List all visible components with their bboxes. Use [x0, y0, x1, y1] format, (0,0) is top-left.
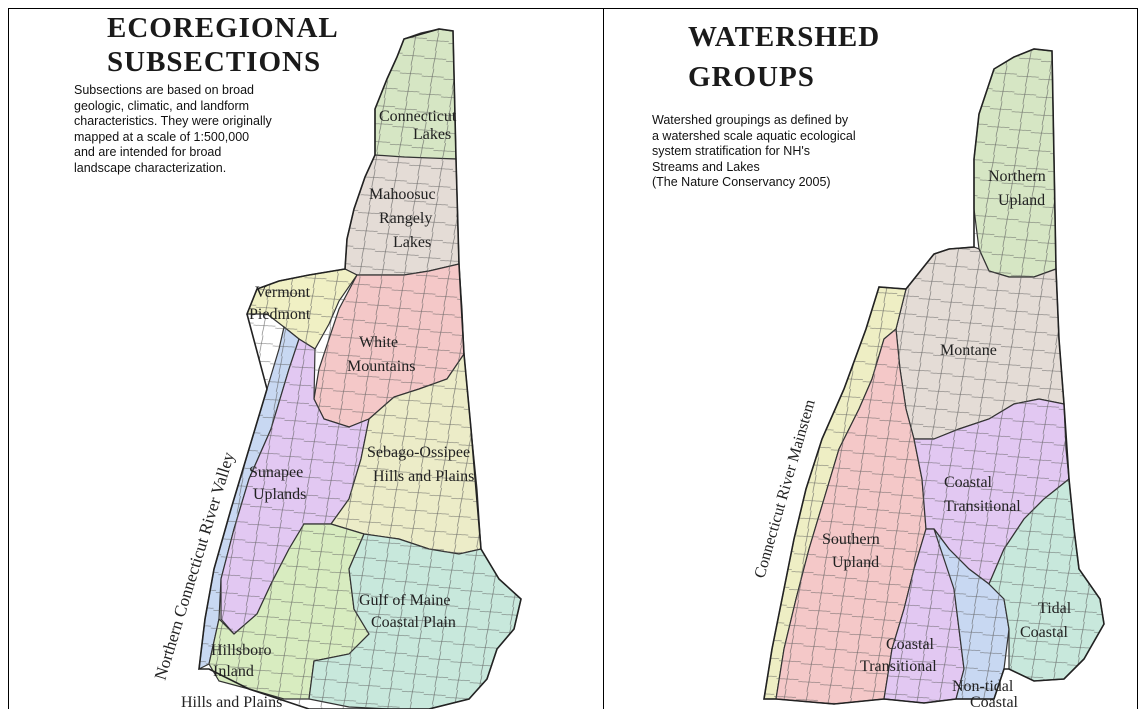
right-panel-title: WATERSHED GROUPS: [688, 21, 881, 93]
ecoregional-map: Connecticut Lakes Mahoosuc Rangely Lakes…: [151, 28, 522, 709]
label-montane: Montane: [940, 342, 997, 359]
right-panel-description: Watershed groupings as defined by a wate…: [652, 113, 856, 189]
label-sunapee-uplands: Sunapee Uplands: [249, 464, 307, 503]
label-mahoosuc-rangely-lakes: Mahoosuc Rangely Lakes: [369, 186, 440, 251]
label-white-mountains: White Mountains: [347, 334, 415, 375]
label-vermont-piedmont: Vermont Piedmont: [249, 284, 314, 323]
label-hillsboro-inland-hills-and-plains: Hillsboro Inland Hills and Plains: [181, 642, 282, 709]
figure-frame: [8, 8, 1138, 709]
label-southern-upland: Southern Upland: [822, 531, 884, 571]
label-coastal-transitional-north: Coastal Transitional: [944, 474, 1021, 515]
watershed-groups-panel: Northern Upland Montane Coastal Transiti…: [604, 9, 1137, 709]
panel-divider: [603, 8, 604, 709]
label-coastal-transitional-south: Coastal Transitional: [860, 636, 938, 675]
ecoregional-subsections-panel: Connecticut Lakes Mahoosuc Rangely Lakes…: [9, 9, 603, 709]
label-gulf-of-maine-coastal-plain: Gulf of Maine Coastal Plain: [359, 592, 456, 631]
label-connecticut-lakes: Connecticut Lakes: [379, 108, 460, 143]
left-panel-title: ECOREGIONAL SUBSECTIONS: [107, 12, 339, 78]
watershed-map: Northern Upland Montane Coastal Transiti…: [752, 48, 1105, 709]
label-non-tidal-coastal: Non-tidal Coastal: [952, 678, 1019, 709]
label-northern-upland: Northern Upland: [988, 168, 1050, 209]
left-panel-description: Subsections are based on broad geologic,…: [74, 83, 272, 175]
label-tidal-coastal: Tidal Coastal: [1020, 600, 1075, 641]
label-sebago-ossipee-hills-and-plains: Sebago-Ossipee Hills and Plains: [367, 444, 474, 485]
